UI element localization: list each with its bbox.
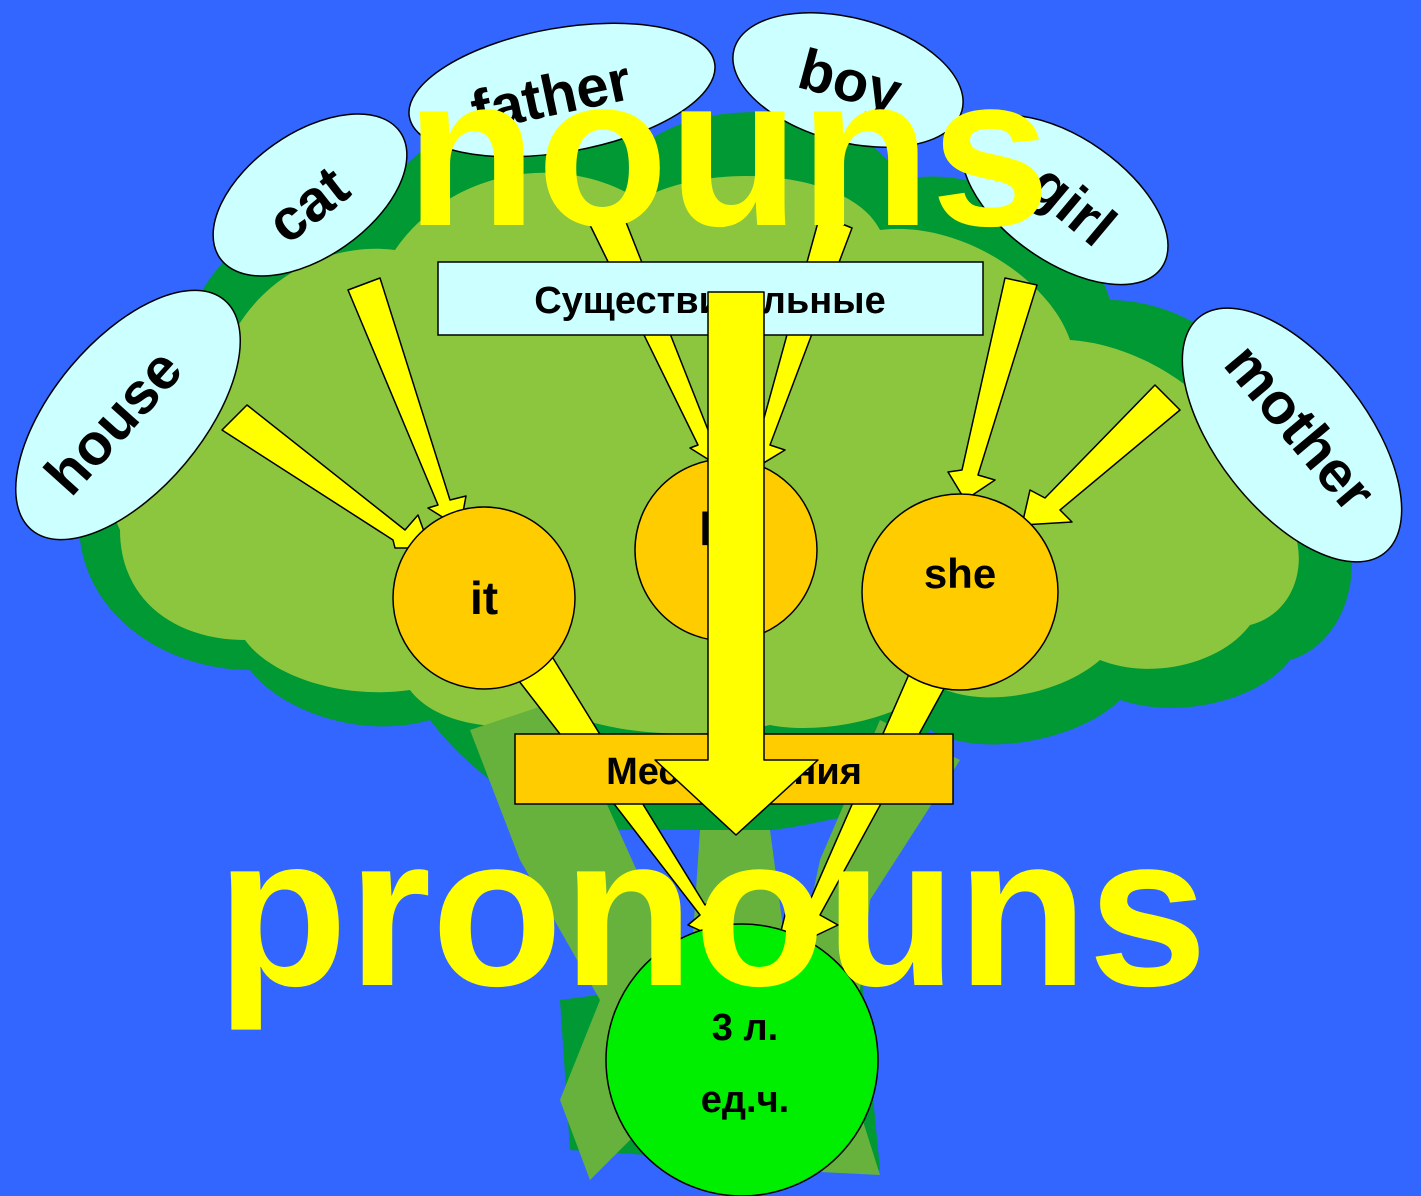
person-label-line2: ед.ч. [701,1079,789,1121]
pronoun-label-it: it [470,572,498,624]
pronoun-label-she: she [924,550,996,597]
pronouns-heading: pronouns [216,790,1207,1031]
pronoun-circle-it: it [393,507,575,689]
pronoun-circle-she: she [862,494,1058,690]
nouns-heading: nouns [406,30,1051,271]
